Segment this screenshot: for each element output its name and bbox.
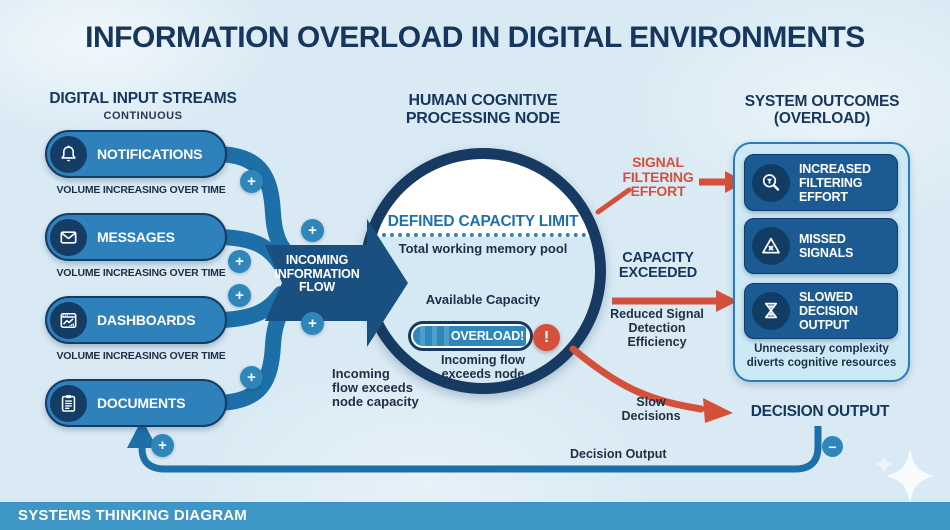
- outcome-card-label: MISSED SIGNALS: [799, 232, 854, 260]
- pill-dashboards: DASHBOARDS: [45, 296, 227, 344]
- capacity-exceeded-label: CAPACITY EXCEEDED: [618, 250, 698, 282]
- plus-icon: +: [301, 219, 324, 242]
- overload-meter: OVERLOAD!: [408, 321, 533, 351]
- slow-decisions-label: Slow Decisions: [621, 395, 681, 423]
- volume-note-1: VOLUME INCREASING OVER TIME: [56, 184, 226, 196]
- capacity-limit-label: DEFINED CAPACITY LIMIT: [387, 213, 579, 230]
- incoming-flow-label: INCOMING INFORMATION FLOW: [274, 253, 360, 294]
- missed-signal-triangle-icon: [752, 227, 790, 265]
- plus-icon: +: [301, 312, 324, 335]
- pill-label-messages: MESSAGES: [97, 229, 175, 245]
- pill-documents: DOCUMENTS: [45, 379, 227, 427]
- slow-decisions-arrowhead: [703, 398, 733, 423]
- processing-node-heading: HUMAN COGNITIVE PROCESSING NODE: [405, 92, 561, 127]
- plus-icon: +: [151, 434, 174, 457]
- plus-icon: +: [240, 366, 263, 389]
- hourglass-icon: [752, 292, 790, 330]
- signal-filtering-effort-label: SIGNAL FILTERING EFFORT: [622, 154, 694, 200]
- sparkle-icon: [886, 448, 934, 504]
- capacity-limit-sublabel: Total working memory pool: [398, 241, 568, 256]
- envelope-icon: [50, 218, 87, 256]
- input-streams-heading: DIGITAL INPUT STREAMS: [49, 90, 237, 107]
- volume-note-2: VOLUME INCREASING OVER TIME: [56, 267, 226, 279]
- pill-messages: MESSAGES: [45, 213, 227, 261]
- input-streams-header: DIGITAL INPUT STREAMS CONTINUOUS: [43, 90, 243, 122]
- feedback-loop-line: [138, 426, 822, 473]
- filter-magnifier-icon: [752, 163, 790, 202]
- decision-output-feedback-label: Decision Output: [570, 447, 667, 461]
- footer-bar: SYSTEMS THINKING DIAGRAM: [0, 502, 950, 530]
- pill-notifications: NOTIFICATIONS: [45, 130, 227, 178]
- available-capacity-label: Available Capacity: [425, 292, 541, 307]
- page-title: INFORMATION OVERLOAD IN DIGITAL ENVIRONM…: [85, 21, 865, 54]
- plus-icon: +: [228, 284, 251, 307]
- pill-label-dashboards: DASHBOARDS: [97, 312, 196, 328]
- outcome-card-label: SLOWED DECISION OUTPUT: [799, 290, 858, 332]
- plus-icon: +: [228, 250, 251, 273]
- capacity-limit-dotted-line: [382, 233, 586, 237]
- system-outcomes-panel: INCREASED FILTERING EFFORT MISSED SIGNAL…: [733, 142, 910, 382]
- decision-output-title: DECISION OUTPUT: [750, 403, 890, 420]
- stream-notifications: [207, 146, 312, 270]
- sparkle-small-icon: [875, 455, 893, 473]
- outcome-card-increased-filtering: INCREASED FILTERING EFFORT: [744, 154, 898, 211]
- outcome-card-label: INCREASED FILTERING EFFORT: [799, 161, 871, 204]
- clipboard-icon: [50, 384, 87, 422]
- plus-icon: +: [240, 170, 263, 193]
- minus-icon: −: [822, 436, 843, 457]
- system-outcomes-heading: SYSTEM OUTCOMES (OVERLOAD): [744, 93, 900, 128]
- input-streams-subheading: CONTINUOUS: [103, 110, 183, 122]
- pill-label-documents: DOCUMENTS: [97, 395, 186, 411]
- dashboard-chart-icon: [50, 301, 87, 339]
- outcome-card-slowed-decision: SLOWED DECISION OUTPUT: [744, 283, 898, 339]
- volume-note-3: VOLUME INCREASING OVER TIME: [56, 350, 226, 362]
- bell-icon: [50, 135, 87, 173]
- footer-label: SYSTEMS THINKING DIAGRAM: [18, 507, 247, 524]
- overload-label: OVERLOAD!: [449, 326, 526, 346]
- overload-alert-icon: !: [533, 324, 560, 351]
- overload-note: Incoming flow exceeds node: [440, 353, 526, 381]
- pill-label-notifications: NOTIFICATIONS: [97, 146, 203, 162]
- overload-meter-fill: [413, 326, 459, 346]
- outcomes-caption: Unnecessary complexity diverts cognitive…: [746, 343, 897, 369]
- node-capacity-note: Incoming flow exceeds node capacity: [332, 366, 419, 410]
- reduced-signal-label: Reduced Signal Detection Efficiency: [610, 307, 704, 349]
- outcome-card-missed-signals: MISSED SIGNALS: [744, 218, 898, 274]
